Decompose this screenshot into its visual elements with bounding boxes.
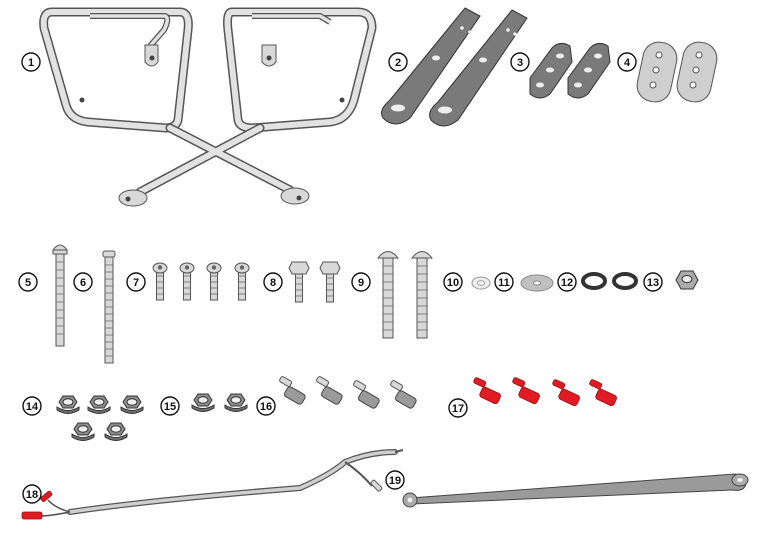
part-number-badge: 2 [388,52,408,72]
part-number-badge: 14 [22,396,42,416]
badge-circle [126,272,146,292]
part-number-badge: 9 [351,272,371,292]
badge-circle [21,52,41,72]
badge-circle [643,272,663,292]
badge-circle [443,272,463,292]
mounting-plates-icon [381,7,528,127]
part-number-badge: 7 [126,272,146,292]
badge-circle [388,52,408,72]
part-number-badge: 1 [21,52,41,72]
badge-circle [22,484,42,504]
badge-circle [18,272,38,292]
longest-bolt-icon [102,250,116,364]
part-number: 9 [358,277,364,289]
medium-bolt-icon [376,251,434,339]
part-number: 4 [624,57,631,69]
part-number-badge: 3 [510,52,530,72]
flange-nut-large-icon [191,393,248,412]
badge-circle [256,396,276,416]
part-number: 1 [28,57,34,69]
badge-circle [510,52,530,72]
part-number-badge: 17 [448,398,468,418]
badge-circle [351,272,371,292]
part-number: 18 [26,489,38,501]
badge-circle [617,52,637,72]
part-number: 8 [270,277,276,289]
wiring-harness-icon [21,449,404,520]
part-number-badge: 12 [557,272,577,292]
part-number: 11 [498,277,510,289]
badge-circle [73,272,93,292]
part-number: 14 [26,401,39,413]
badge-circle [557,272,577,292]
part-number: 7 [133,277,139,289]
part-number-badge: 15 [160,396,180,416]
hex-bolt-icon [288,261,341,303]
part-number: 12 [561,277,573,289]
connector-icon [278,375,418,410]
part-number: 17 [452,403,464,415]
part-number: 16 [260,401,272,413]
flange-nut-icon [56,395,144,441]
part-number: 6 [80,277,86,289]
small-washer-icon [471,276,491,290]
spring-washer-icon [581,272,638,290]
part-number-badge: 6 [73,272,93,292]
badge-circle [494,272,514,292]
part-number-badge: 4 [617,52,637,72]
part-number-badge: 8 [263,272,283,292]
large-washer-icon [520,274,554,292]
part-number: 10 [447,277,459,289]
support-bar-icon [402,473,749,508]
badge-circle [160,396,180,416]
badge-circle [385,470,405,490]
part-number: 15 [164,401,176,413]
short-bolt-icon [152,262,250,301]
badge-circle [22,396,42,416]
part-number: 19 [389,475,401,487]
red-connector-icon [472,376,618,408]
part-number-badge: 13 [643,272,663,292]
part-number: 3 [517,57,523,69]
part-number: 2 [395,57,401,69]
part-number-badge: 19 [385,470,405,490]
spacer-plate-flat-icon [636,41,718,103]
side-frames-icon [39,7,377,207]
part-number-badge: 18 [22,484,42,504]
spacer-plate-icon [529,42,611,99]
part-number: 5 [25,277,31,289]
part-number-badge: 16 [256,396,276,416]
part-number-badge: 11 [494,272,514,292]
long-bolt-icon [52,244,68,347]
part-number-badge: 10 [443,272,463,292]
part-number-badge: 5 [18,272,38,292]
badge-circle [448,398,468,418]
part-number: 13 [647,277,659,289]
hex-nut-icon [675,270,699,290]
badge-circle [263,272,283,292]
